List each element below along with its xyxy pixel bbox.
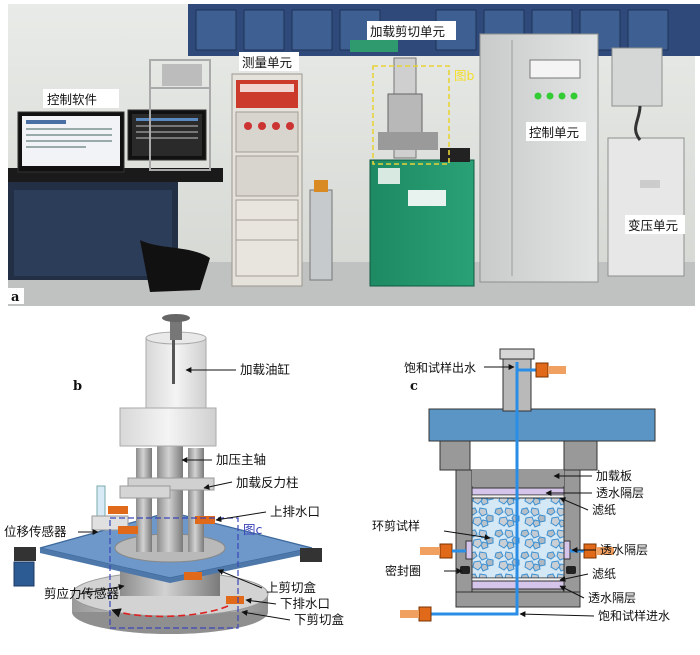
label-permeable-layer-top: 透水隔层 bbox=[596, 486, 644, 500]
water-channel bbox=[410, 362, 519, 616]
label-seal-ring: 密封圈 bbox=[385, 563, 421, 578]
panel-letter-a-box bbox=[8, 288, 24, 304]
loading-oil-cylinder bbox=[145, 337, 207, 409]
loading-shear-unit bbox=[350, 40, 475, 287]
panel-letter-a: a bbox=[11, 290, 20, 305]
label-control-software: 控制软件 bbox=[47, 92, 97, 107]
label-fig-c-ref: 图c bbox=[243, 522, 263, 537]
label-permeable-layer-bottom: 透水隔层 bbox=[588, 591, 636, 605]
lower-drain-valves bbox=[184, 572, 244, 604]
label-displacement-sensor: 位移传感器 bbox=[4, 524, 67, 539]
apparatus-diagram: b bbox=[4, 314, 345, 634]
label-fig-b-ref: 图b bbox=[454, 68, 475, 83]
fig-c-highlight-box bbox=[109, 517, 239, 629]
side-valve-left bbox=[420, 543, 466, 559]
panel-letter-c: c bbox=[410, 379, 418, 394]
metal-shelf bbox=[149, 59, 211, 171]
permeable-layer-side-left bbox=[465, 540, 473, 560]
label-oil-cylinder: 加载油缸 bbox=[240, 362, 290, 377]
permeable-layer-side-right bbox=[563, 540, 571, 560]
reaction-column-left bbox=[136, 448, 152, 552]
label-control-unit: 控制单元 bbox=[529, 125, 579, 140]
label-lower-drain: 下排水口 bbox=[280, 596, 330, 611]
label-shear-force-sensor: 剪应力传感器 bbox=[44, 586, 120, 601]
label-saturation-inlet: 饱和试样进水 bbox=[598, 608, 670, 623]
fig-b-highlight-box bbox=[372, 65, 450, 165]
reaction-column-right bbox=[188, 448, 204, 552]
label-lower-shear-box: 下剪切盒 bbox=[294, 612, 345, 627]
pressure-column bbox=[309, 180, 333, 281]
sample-leaders bbox=[443, 364, 596, 618]
label-filter-paper-bottom: 滤纸 bbox=[592, 567, 616, 581]
label-saturation-outlet: 饱和试样出水 bbox=[404, 360, 476, 375]
apparatus-leaders bbox=[78, 367, 291, 621]
top-loading-cap bbox=[428, 408, 656, 442]
transformer-unit bbox=[607, 47, 685, 277]
control-unit-cabinet bbox=[479, 33, 599, 283]
label-measure-unit: 测量单元 bbox=[242, 55, 292, 70]
panel-letter-b: b bbox=[73, 379, 82, 394]
seal-ring-right bbox=[566, 566, 576, 574]
red-rotation-arrow bbox=[111, 605, 229, 618]
measuring-unit-rack bbox=[231, 73, 303, 287]
sample-cross-section: c bbox=[372, 348, 670, 623]
label-filter-paper-top: 滤纸 bbox=[592, 503, 616, 517]
outlet-valve bbox=[535, 362, 566, 378]
label-transformer-unit: 变压单元 bbox=[628, 218, 678, 233]
loading-crossbeam bbox=[119, 407, 217, 447]
desk-with-monitors bbox=[8, 109, 223, 292]
label-reaction-column: 加载反力柱 bbox=[236, 475, 299, 490]
label-permeable-layer-side: 透水隔层 bbox=[600, 543, 648, 557]
photo-panel: a 控制软件 测量单元 加载剪切单元 图b 控制单元 变压单元 bbox=[8, 4, 700, 306]
label-loading-shear-unit: 加载剪切单元 bbox=[370, 24, 445, 39]
inlet-valve bbox=[400, 606, 432, 622]
upper-drain-valves bbox=[108, 506, 215, 534]
label-ring-sample: 环剪试样 bbox=[372, 518, 420, 533]
label-upper-drain: 上排水口 bbox=[270, 504, 320, 519]
seal-ring-left bbox=[460, 566, 470, 574]
shear-force-sensor-left bbox=[13, 561, 35, 587]
label-main-shaft: 加压主轴 bbox=[216, 452, 266, 467]
label-upper-shear-box: 上剪切盒 bbox=[266, 580, 317, 595]
displacement-sensor bbox=[96, 485, 106, 521]
label-loading-plate: 加载板 bbox=[596, 469, 632, 483]
